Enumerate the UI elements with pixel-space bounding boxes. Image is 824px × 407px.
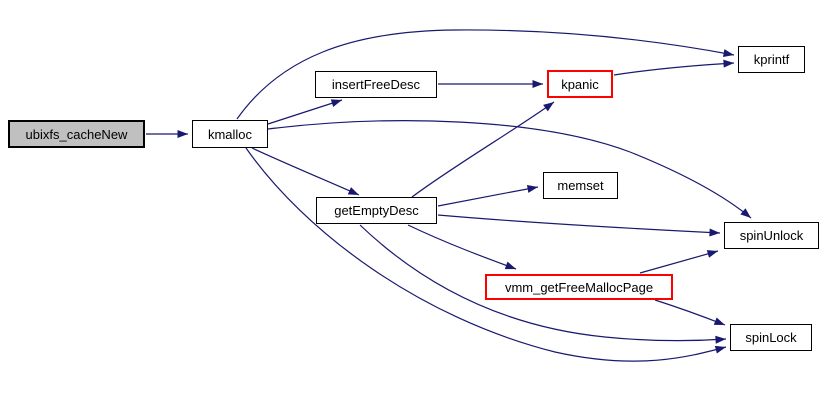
- edge-getEmptyDesc-vmm_getFreeMallocPage: [407, 224, 517, 270]
- node-spinLock[interactable]: spinLock: [730, 324, 812, 351]
- node-ubixfs_cacheNew: ubixfs_cacheNew: [8, 120, 145, 148]
- edge-vmm_getFreeMallocPage-spinLock: [654, 299, 726, 326]
- edge-kpanic-kprintf: [613, 59, 735, 76]
- node-vmm_getFreeMallocPage[interactable]: vmm_getFreeMallocPage: [485, 274, 673, 300]
- node-kmalloc[interactable]: kmalloc: [192, 120, 268, 148]
- node-getEmptyDesc[interactable]: getEmptyDesc: [316, 197, 437, 224]
- edge-vmm_getFreeMallocPage-spinUnlock: [639, 250, 719, 274]
- edge-getEmptyDesc-kpanic: [411, 101, 555, 198]
- node-memset[interactable]: memset: [543, 172, 618, 199]
- edge-kmalloc-insertFreeDesc: [267, 99, 343, 125]
- node-spinUnlock[interactable]: spinUnlock: [724, 222, 819, 249]
- node-kpanic[interactable]: kpanic: [547, 70, 613, 98]
- node-kprintf[interactable]: kprintf: [738, 46, 805, 73]
- edge-kmalloc-kprintf: [236, 29, 735, 120]
- edge-getEmptyDesc-memset: [437, 184, 539, 207]
- edge-kmalloc-spinLock: [245, 147, 727, 362]
- edge-kmalloc-getEmptyDesc: [251, 147, 360, 196]
- edge-getEmptyDesc-spinUnlock: [437, 214, 721, 237]
- node-insertFreeDesc[interactable]: insertFreeDesc: [315, 71, 437, 98]
